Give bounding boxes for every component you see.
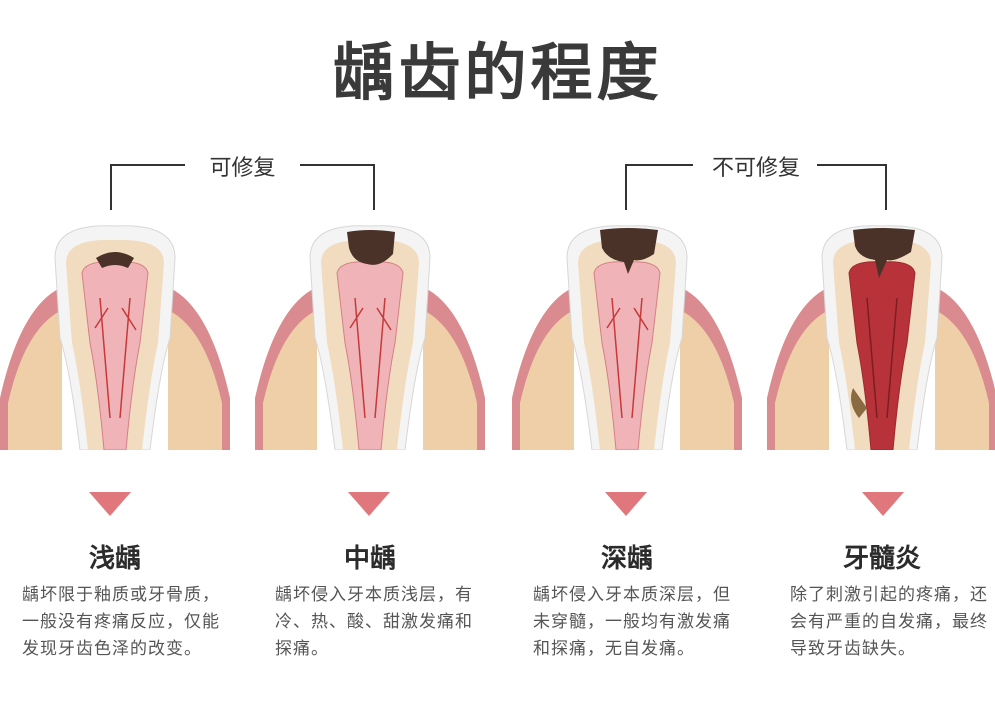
arrow-down-icon xyxy=(605,492,647,516)
arrow-down-icon xyxy=(862,492,904,516)
stage-desc-deep: 龋坏侵入牙本质深层，但未穿髓，一般均有激发痛和探痛，无自发痛。 xyxy=(533,585,731,659)
stage-title-deep: 深龋 xyxy=(600,544,653,574)
bracket-irreparable: 不可修复 xyxy=(625,150,887,210)
stage-desc-pulpitis: 除了刺激引起的疼痛，还会有严重的自发痛，最终导致牙齿缺失。 xyxy=(790,585,988,659)
bracket-label-repairable: 可修复 xyxy=(209,156,276,181)
arrow-down-icon xyxy=(89,492,131,516)
bracket-label-irreparable: 不可修复 xyxy=(711,156,800,181)
stage-desc-shallow: 龋坏限于釉质或牙骨质，一般没有疼痛反应，仅能发现牙齿色泽的改变。 xyxy=(22,585,220,659)
bracket-repairable: 可修复 xyxy=(110,150,375,210)
stage-title-shallow: 浅龋 xyxy=(88,544,141,574)
stage-desc-medium: 龋坏侵入牙本质浅层，有冷、热、酸、甜激发痛和探痛。 xyxy=(275,585,473,659)
page-title: 龋齿的程度 xyxy=(332,36,663,109)
tooth-illustration-deep xyxy=(512,218,742,450)
tooth-illustration-pulpitis xyxy=(767,218,995,450)
stage-title-pulpitis: 牙髓炎 xyxy=(842,544,921,574)
tooth-illustration-shallow xyxy=(0,218,230,450)
tooth-illustration-medium xyxy=(255,218,485,450)
arrow-down-icon xyxy=(348,492,390,516)
stage-title-medium: 中龋 xyxy=(343,544,396,574)
